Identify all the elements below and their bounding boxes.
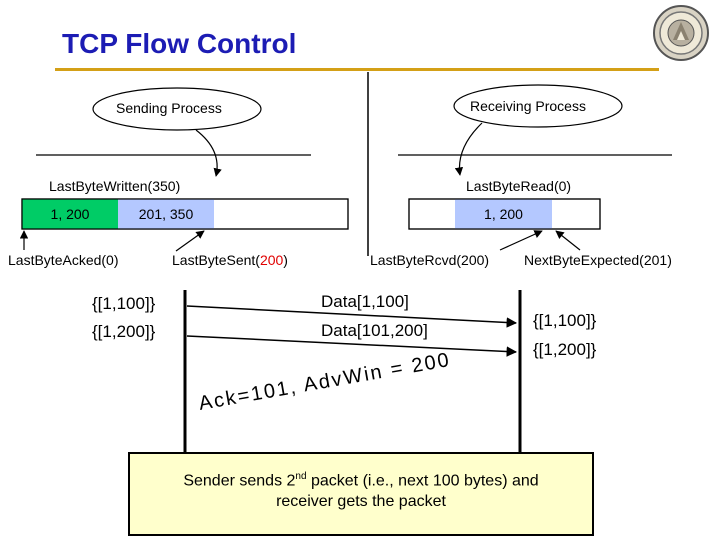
data-1-arrow [186, 305, 518, 328]
receiver-state-1: {[1,100]} [533, 311, 597, 330]
last-byte-sent-label: LastByteSent(200) [172, 252, 288, 268]
title-underline [55, 68, 659, 71]
next-byte-expected-pointer [555, 230, 581, 251]
last-byte-sent-value: 200 [259, 252, 284, 268]
sending-process-label: Sending Process [116, 100, 222, 116]
receiving-process-ellipse [453, 84, 623, 128]
last-byte-written-pointer [195, 129, 222, 177]
sender-state-2: {[1,200]} [92, 322, 156, 341]
university-seal-logo [653, 5, 709, 61]
receiving-process-label: Receiving Process [470, 98, 586, 114]
data-2-arrow [186, 335, 518, 357]
next-byte-expected-label: NextByteExpected(201) [524, 252, 672, 268]
receiver-received-region [455, 199, 552, 229]
sender-acked-segment-label: 1, 200 [50, 206, 90, 222]
receiver-state-2: {[1,200]} [533, 340, 597, 359]
sender-sent-segment-label: 201, 350 [138, 206, 194, 222]
last-byte-read-pointer [454, 122, 483, 176]
last-byte-rcvd-pointer [499, 230, 543, 251]
sender-state-1: {[1,100]} [92, 294, 156, 313]
last-byte-written-label: LastByteWritten(350) [49, 178, 181, 194]
explanation-note-text: Sender sends 2nd packet (i.e., next 100 … [183, 471, 539, 511]
sender-sent-region [118, 199, 214, 229]
last-byte-sent-pointer [175, 230, 205, 252]
sending-process-ellipse [92, 87, 262, 131]
slide-title: TCP Flow Control [62, 28, 297, 59]
sender-acked-region [22, 199, 118, 229]
last-byte-rcvd-label: LastByteRcvd(200) [370, 252, 490, 268]
data-2-label: Data[101,200] [321, 321, 428, 340]
explanation-note-box [128, 452, 594, 536]
last-byte-read-label: LastByteRead(0) [466, 178, 572, 194]
receiver-segment-label: 1, 200 [484, 206, 523, 222]
ack-advwin-label: Ack=101, AdvWin = 200 [197, 349, 452, 415]
data-1-label: Data[1,100] [321, 292, 409, 311]
last-byte-acked-label: LastByteAcked(0) [8, 252, 119, 268]
